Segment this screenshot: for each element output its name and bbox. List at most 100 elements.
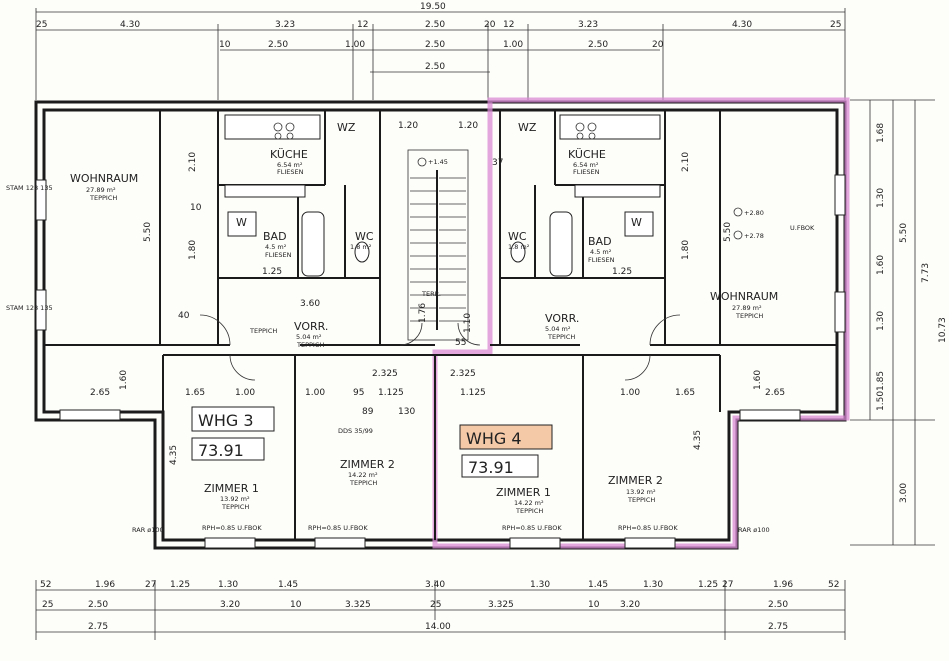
bottom-dim-12: 3.20: [220, 600, 240, 610]
level-mark-1: +2.80: [744, 209, 764, 217]
top-small-3: 12: [357, 20, 368, 30]
bottom-small-7: 27: [722, 580, 733, 590]
top-small-4: 20: [484, 20, 496, 30]
left-wohnraum-name: WOHNRAUM: [70, 172, 138, 185]
top-dim-1: 4.30: [120, 20, 140, 30]
left-wc-name: WC: [355, 230, 374, 243]
bottom-dim-2: 1.25: [170, 580, 190, 590]
right-kuche-area: 6.54 m²: [573, 161, 599, 169]
int-dim-2: 1.80: [188, 240, 198, 260]
top-total-dim: 19.50: [420, 2, 446, 12]
right-wohnraum-name: WOHNRAUM: [710, 290, 778, 303]
left-zimmer1-floor: TEPPICH: [221, 503, 249, 511]
right-zimmer2-name: ZIMMER 2: [608, 474, 663, 487]
int-dim-12: 1.20: [398, 121, 418, 131]
bottom-dim-8: 1.30: [643, 580, 663, 590]
right-bad-floor: FLIESEN: [588, 256, 615, 264]
top-dim-3: 2.50: [425, 20, 445, 30]
left-stam-2: STAM 128 135: [6, 304, 53, 312]
right-bad-name: BAD: [588, 235, 612, 248]
bottom-small-3: 25: [42, 600, 53, 610]
int-dim-19: 5.50: [723, 222, 733, 242]
int-dim-30: 89: [362, 407, 374, 417]
right-vorr-area: 5.04 m²: [545, 325, 571, 333]
bottom-dim-11: 2.50: [88, 600, 108, 610]
int-dim-7: 1.00: [305, 388, 325, 398]
right-dim-2: 1.30: [876, 188, 886, 208]
exterior-walls: [34, 100, 847, 550]
left-wohnraum-area: 27.89 m²: [86, 186, 116, 194]
bottom-dim-15: 3.20: [620, 600, 640, 610]
right-wc-area: 1.8 m²: [508, 243, 530, 251]
int-dim-4: 2.65: [90, 388, 110, 398]
whg3-tag-text: WHG 3: [198, 411, 254, 430]
int-dim-9: 4.35: [169, 445, 179, 465]
left-kuche-name: KÜCHE: [270, 148, 308, 161]
left-kuche-floor: FLIESEN: [277, 168, 304, 176]
left-bad-floor: FLIESEN: [265, 251, 292, 259]
int-dim-21: 1.65: [675, 388, 695, 398]
right-zimmer2-area: 13.92 m²: [626, 488, 656, 496]
unit-tag-whg4: WHG 4 73.91: [459, 424, 553, 478]
whg3-area-text: 73.91: [198, 441, 244, 460]
int-dim-35: 37: [492, 158, 503, 168]
bottom-dim-3: 1.30: [218, 580, 238, 590]
bottom-dim-17: 2.75: [88, 622, 108, 632]
top-small-2: 10: [219, 40, 231, 50]
right-wc-name: WC: [508, 230, 527, 243]
right-dim-8: 3.00: [899, 483, 909, 503]
bottom-small-8: 52: [828, 580, 839, 590]
top-dim-11: 2.50: [425, 62, 445, 72]
level-mark-2: +2.78: [744, 232, 764, 240]
right-unit-labels: WOHNRAUM 27.89 m² TEPPICH KÜCHE 6.54 m² …: [417, 121, 815, 534]
right-kuche-floor: FLIESEN: [573, 168, 600, 176]
top-small-7: 25: [830, 20, 841, 30]
bottom-dim-14: 3.325: [488, 600, 514, 610]
right-w-label: W: [631, 216, 642, 229]
right-zimmer1-name: ZIMMER 1: [496, 486, 551, 499]
right-zimmer2-floor: TEPPICH: [627, 496, 655, 504]
left-kuche-area: 6.54 m²: [277, 161, 303, 169]
left-vorr-area: 5.04 m²: [296, 333, 322, 341]
right-dim-3: 1.60: [876, 255, 886, 275]
dds-label: DDS 35/99: [338, 427, 373, 435]
int-dim-17: 2.10: [681, 152, 691, 172]
right-zimmer1-floor: TEPPICH: [515, 507, 543, 515]
int-dim-20: 2.65: [765, 388, 785, 398]
whg4-tag-text: WHG 4: [466, 429, 522, 448]
int-dim-14: 1.125: [378, 388, 404, 398]
bottom-dimensions: 1.96 1.25 1.30 1.45 3.40 1.30 1.45 1.30 …: [35, 580, 846, 640]
top-dim-10: 2.50: [588, 40, 608, 50]
right-dim-7: 5.50: [899, 223, 909, 243]
whg4-highlight: [432, 97, 850, 549]
left-bad-name: BAD: [263, 230, 287, 243]
top-small-1: 25: [36, 20, 47, 30]
right-kuche-name: KÜCHE: [568, 148, 606, 161]
terrace-label: TERR.: [421, 290, 441, 298]
int-dim-31: 130: [398, 407, 415, 417]
bottom-small-2: 27: [145, 580, 156, 590]
bottom-dim-13: 3.325: [345, 600, 371, 610]
top-dim-6: 2.50: [268, 40, 288, 50]
right-wz-label: WZ: [518, 121, 537, 134]
left-zimmer2-name: ZIMMER 2: [340, 458, 395, 471]
int-dim-10: 3.60: [300, 299, 320, 309]
int-dim-34: 40: [178, 311, 190, 321]
right-dim-9: 7.73: [921, 263, 931, 283]
top-small-5: 12: [503, 20, 514, 30]
int-dim-18: 1.80: [681, 240, 691, 260]
right-zimmer1-note: RPH=0.85 U.FBOK: [502, 524, 562, 532]
unit-tag-whg3: WHG 3 73.91: [191, 406, 275, 461]
int-dim-32: 55: [455, 338, 466, 348]
left-zimmer2-area: 14.22 m²: [348, 471, 378, 479]
right-zimmer2-note: RPH=0.85 U.FBOK: [618, 524, 678, 532]
stair-treads: [410, 177, 466, 322]
left-wc-area: 1.8 m²: [350, 243, 372, 251]
left-stam-1: STAM 128 135: [6, 184, 53, 192]
left-zimmer1-note: RPH=0.85 U.FBOK: [202, 524, 262, 532]
int-dim-5: 1.65: [185, 388, 205, 398]
top-dim-4: 3.23: [578, 20, 598, 30]
left-zimmer1-name: ZIMMER 1: [204, 482, 259, 495]
left-vorr-floor: TEPPICH: [296, 341, 324, 349]
right-dim-5: 1.85: [876, 371, 886, 391]
